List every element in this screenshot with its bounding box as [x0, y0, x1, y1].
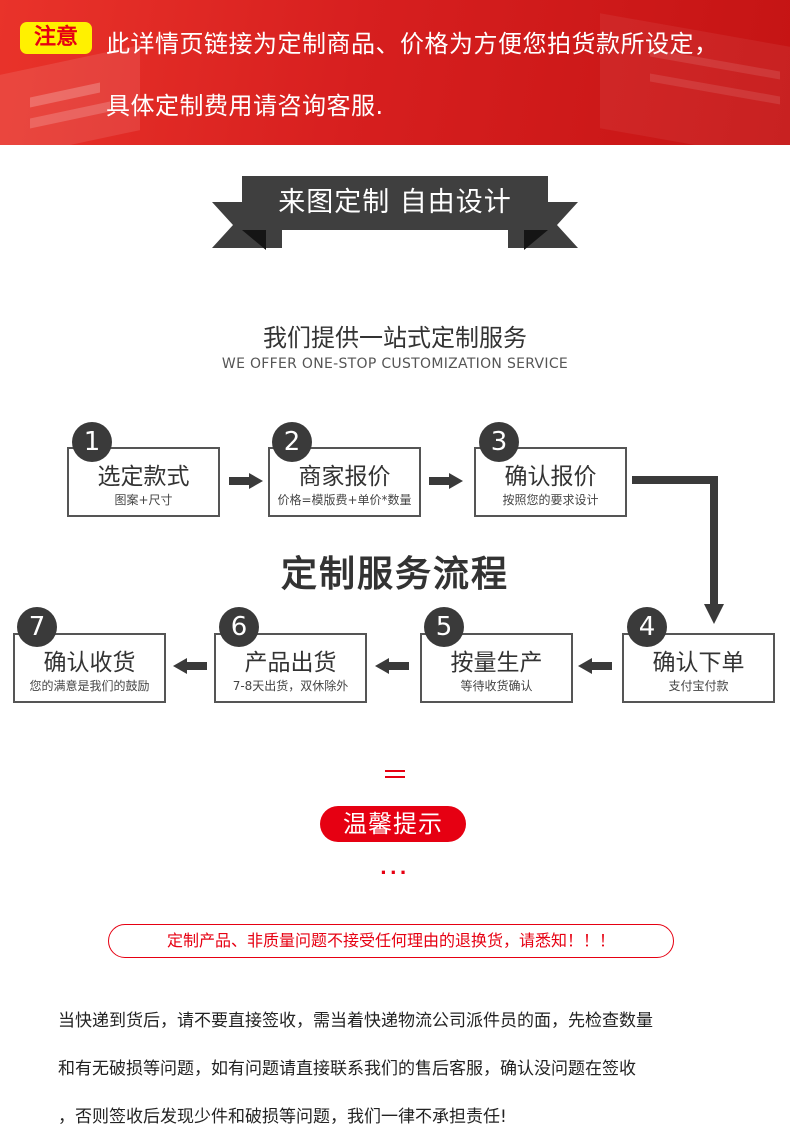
step-desc: 价格=模版费+单价*数量 — [277, 493, 412, 507]
notice-tag: 注意 — [20, 22, 92, 54]
arrow-right-icon — [429, 473, 463, 489]
step-1-number: 1 — [72, 422, 112, 462]
warning-notice: 定制产品、非质量问题不接受任何理由的退换货，请悉知！！！ — [108, 924, 674, 958]
service-title: 我们提供一站式定制服务 — [263, 324, 527, 352]
notice-banner: 注意 此详情页链接为定制商品、价格为方便您拍货款所设定， 具体定制费用请咨询客服… — [0, 0, 790, 145]
tips-paragraph-line: 当快递到货后，请不要直接签收，需当着快递物流公司派件员的面，先检查数量 — [58, 1011, 653, 1031]
step-title: 确认下单 — [652, 650, 745, 676]
step-desc: 图案+尺寸 — [114, 493, 173, 507]
ribbon-title: 来图定制 自由设计 — [242, 176, 548, 230]
tips-dots: ... — [380, 858, 410, 879]
tips-title: 温馨提示 — [320, 806, 466, 842]
step-7-number: 7 — [17, 607, 57, 647]
step-title: 按量生产 — [450, 650, 543, 676]
ribbon-heading: 来图定制 自由设计 — [212, 176, 578, 252]
tips-paragraph-line: ，否则签收后发现少件和破损等问题，我们一律不承担责任! — [58, 1107, 507, 1127]
notice-line-1: 此详情页链接为定制商品、价格为方便您拍货款所设定， — [106, 30, 719, 58]
step-5-number: 5 — [424, 607, 464, 647]
step-title: 选定款式 — [97, 464, 190, 490]
step-2-box: 商家报价 价格=模版费+单价*数量 — [268, 447, 421, 517]
service-subtitle-en: WE OFFER ONE-STOP CUSTOMIZATION SERVICE — [221, 356, 569, 372]
notice-line-2: 具体定制费用请咨询客服. — [106, 92, 384, 120]
step-title: 确认报价 — [504, 464, 597, 490]
step-desc: 按照您的要求设计 — [502, 493, 599, 507]
double-line-icon — [385, 770, 405, 782]
step-2-number: 2 — [272, 422, 312, 462]
flow-title: 定制服务流程 — [280, 554, 509, 595]
arrow-left-icon — [173, 658, 207, 674]
arrow-right-icon — [229, 473, 263, 489]
step-desc: 等待收货确认 — [460, 679, 533, 693]
step-1-box: 选定款式 图案+尺寸 — [67, 447, 220, 517]
step-title: 商家报价 — [298, 464, 391, 490]
step-3-number: 3 — [479, 422, 519, 462]
step-6-number: 6 — [219, 607, 259, 647]
step-desc: 7-8天出货，双休除外 — [232, 679, 349, 693]
step-4-number: 4 — [627, 607, 667, 647]
arrow-left-icon — [578, 658, 612, 674]
bend-arrow-horizontal — [632, 476, 718, 484]
step-desc: 支付宝付款 — [668, 679, 729, 693]
step-title: 确认收货 — [43, 650, 136, 676]
arrow-left-icon — [375, 658, 409, 674]
tips-paragraph-line: 和有无破损等问题，如有问题请直接联系我们的售后客服，确认没问题在签收 — [58, 1059, 636, 1079]
bend-arrow-vertical — [710, 476, 718, 606]
step-title: 产品出货 — [244, 650, 337, 676]
arrow-down-icon — [704, 604, 724, 624]
step-desc: 您的满意是我们的鼓励 — [29, 679, 150, 693]
